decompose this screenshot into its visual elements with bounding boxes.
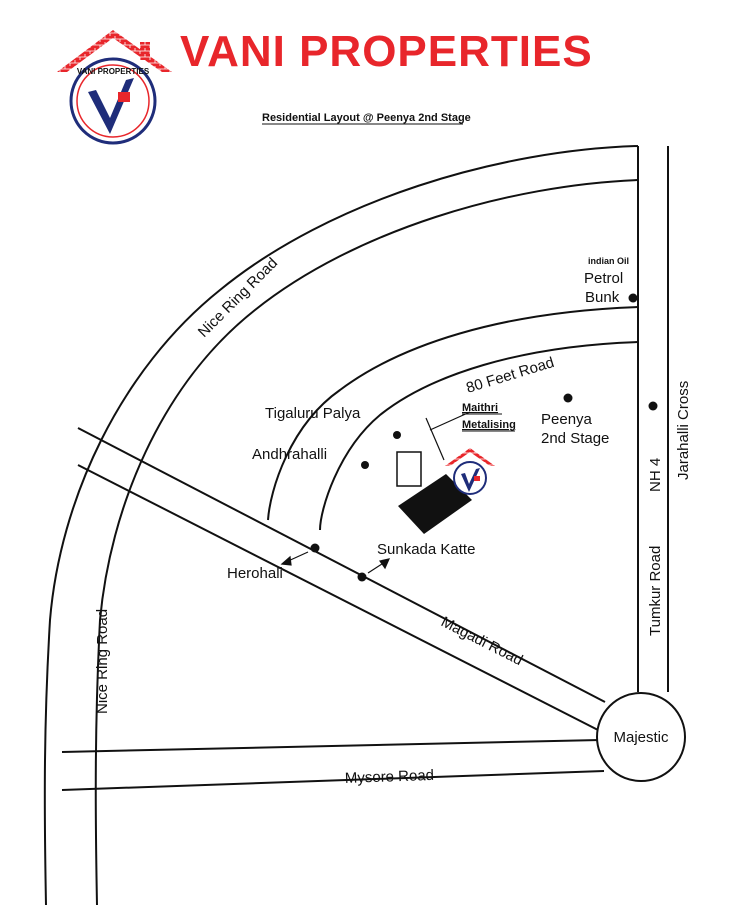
label-metalising: Metalising [462,419,516,431]
tigaluru-marker [393,431,401,439]
label-nh4: NH 4 [647,458,664,492]
label-tumkur-road: Tumkur Road [647,546,664,636]
label-peenya: Peenya [541,411,593,428]
label-indian-oil: indian Oil [588,256,629,266]
label-eighty-feet-road: 80 Feet Road [464,354,556,397]
peenya-marker [563,393,573,403]
sunkada-katte-marker [357,572,367,582]
layout-outline [396,451,422,487]
label-second-stage: 2nd Stage [541,430,609,447]
direction-arrows [280,551,391,574]
label-andhrahalli: Andhrahalli [252,446,327,463]
label-mysore-road: Mysore Road [345,767,435,787]
roof-icon [57,30,172,72]
brand-title: VANI PROPERTIES [180,27,593,76]
magadi-road-upper-edge [77,427,606,703]
mysore-road-upper-edge [61,739,601,753]
label-nice-ring-road-west: Nice Ring Road [94,609,111,714]
road-network [43,145,669,905]
andhrahalli-marker [361,461,369,469]
eighty-feet-road-inner-edge [319,341,639,531]
roof-icon [445,448,495,466]
petrol-bunk-marker [628,293,638,303]
label-tigaluru-palya: Tigaluru Palya [265,405,361,422]
map-subtitle: Residential Layout @ Peenya 2nd Stage [262,112,471,124]
label-majestic: Majestic [613,729,669,746]
label-nice-ring-road-north: Nice Ring Road [195,255,281,341]
mysore-road-lower-edge [61,770,605,791]
nice-ring-road-outer-edge [43,145,639,905]
label-bunk: Bunk [585,289,620,306]
label-herohali: Herohali [227,565,283,582]
eighty-feet-road-outer-edge [267,306,639,521]
magadi-road-lower-edge [77,464,599,731]
logo: VANI PROPERTIES [57,30,172,145]
layout-site [398,474,472,534]
herohali-marker [310,543,320,553]
majestic-circle [596,692,686,782]
site-logo [445,448,495,495]
label-jarahalli-cross: Jarahalli Cross [675,381,692,480]
logo-emblem [69,57,157,145]
label-sunkada-katte: Sunkada Katte [377,541,475,558]
arrow-left-icon [280,555,292,566]
v-check-icon [461,468,480,492]
jarahalli-marker [648,401,658,411]
label-magadi-road: Magadi Road [438,613,525,669]
logo-text: VANI PROPERTIES [77,67,150,76]
label-petrol: Petrol [584,270,623,287]
label-maithri: Maithri [462,402,498,414]
arrow-up-right-icon [378,558,391,570]
nice-ring-road-inner-edge [94,179,639,905]
